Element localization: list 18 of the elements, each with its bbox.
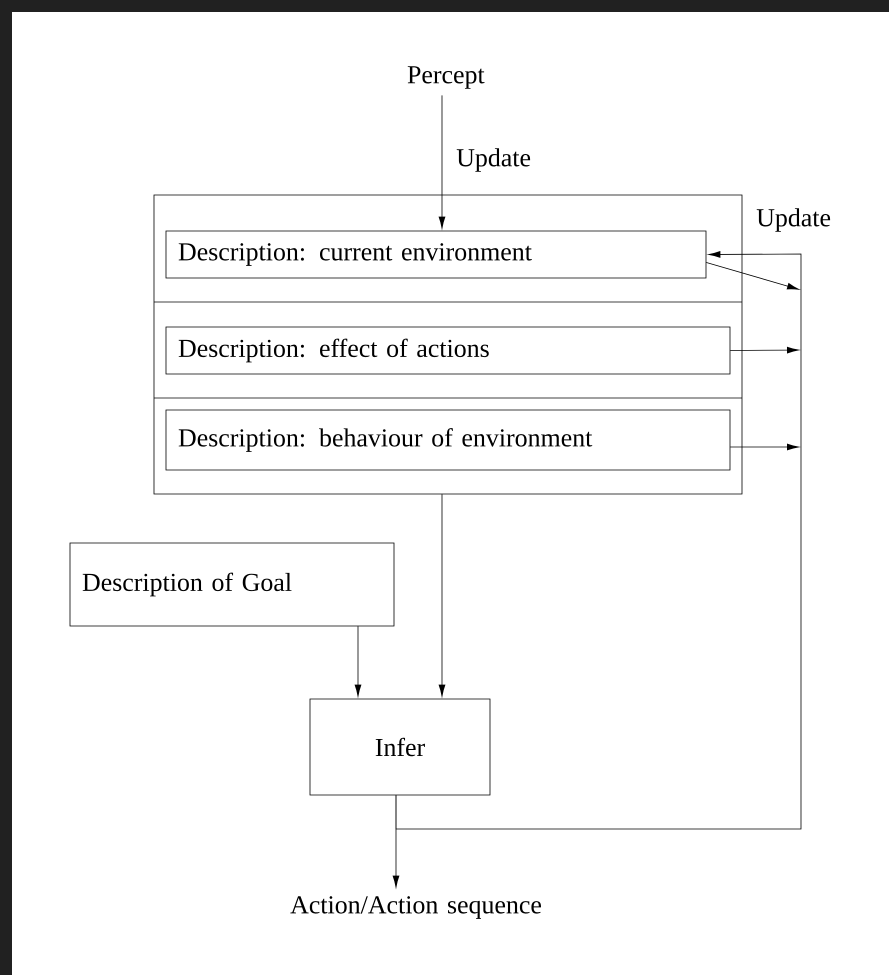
description-box: Description: behaviour of environment xyxy=(166,410,730,470)
arrow xyxy=(438,494,446,697)
arrow xyxy=(354,626,362,697)
arrow xyxy=(706,262,800,290)
edge-label: Update xyxy=(455,147,532,173)
arrow xyxy=(730,444,799,450)
process-box: Infer xyxy=(310,698,490,796)
description-box: Description: current environment xyxy=(166,230,706,278)
goal-box: Description of Goal xyxy=(70,542,394,626)
input-label: Percept xyxy=(408,66,485,89)
description-box: Description: effect of actions xyxy=(166,326,730,374)
arrow xyxy=(396,251,802,830)
output-label: Action/Action sequence xyxy=(290,896,541,919)
arrow xyxy=(392,795,400,888)
knowledge-box xyxy=(154,194,742,494)
edge-label: Update xyxy=(755,207,832,233)
arrow xyxy=(730,346,799,354)
arrow xyxy=(438,95,446,229)
